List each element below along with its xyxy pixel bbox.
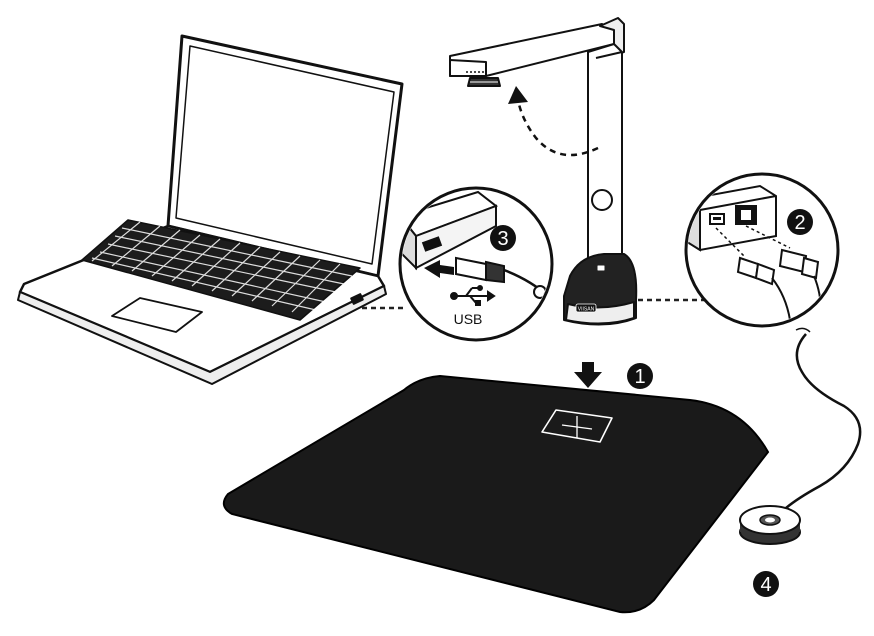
usb-icon [450, 285, 496, 306]
step-badge-2: 2 [787, 209, 813, 235]
camera-base-logo [575, 303, 597, 313]
step-number-4: 4 [760, 574, 771, 596]
camera-pole-button [591, 189, 613, 211]
laptop-usb-port [350, 293, 364, 305]
document-mat [222, 374, 770, 614]
usb-detail-callout: USB 3 [398, 186, 554, 342]
step-number-3: 3 [497, 228, 508, 250]
step-number-1: 1 [634, 366, 645, 388]
step-badge-1: 1 [627, 363, 653, 389]
camera-base-brand: VIISAN [578, 307, 595, 313]
foot-switch [739, 505, 801, 545]
step-number-2: 2 [794, 212, 805, 234]
rotate-arrow-icon [508, 86, 599, 157]
laptop [17, 34, 404, 385]
arrow-left-icon [424, 260, 454, 278]
arrow-down-icon [574, 362, 602, 388]
laptop-touchpad [111, 297, 203, 333]
usb-label: USB [454, 311, 483, 327]
step-badge-3: 3 [490, 225, 516, 251]
document-camera: VIISAN [449, 17, 638, 326]
base-port-detail-callout: 2 [684, 172, 840, 328]
plus-icon [541, 409, 613, 443]
foot-switch-cable [785, 333, 862, 509]
step-badge-4: 4 [753, 571, 779, 597]
laptop-keyboard [81, 219, 361, 321]
